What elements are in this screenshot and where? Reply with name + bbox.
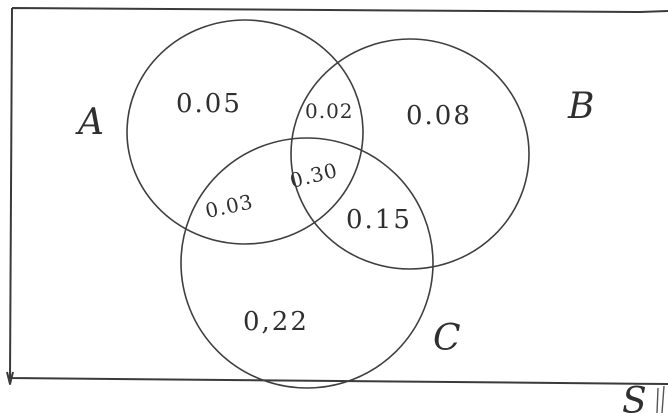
region-a-only: 0.05 — [176, 89, 242, 119]
circle-a — [126, 19, 364, 245]
region-b-only: 0.08 — [406, 101, 472, 131]
corner-scribble — [656, 385, 665, 413]
region-a-b-only: 0.02 — [305, 99, 354, 123]
set-label-a: A — [75, 102, 104, 143]
corner-mark: S — [622, 381, 647, 413]
frame-arrow-tick — [6, 371, 14, 385]
set-label-c: C — [433, 318, 461, 359]
region-a-b-c: 0.30 — [287, 158, 340, 193]
sample-space-frame — [9, 7, 668, 385]
set-label-b: B — [567, 86, 594, 127]
region-b-c-only: 0.15 — [346, 205, 412, 235]
circle-c — [180, 137, 434, 389]
circle-b — [290, 38, 530, 270]
region-a-c-only: 0.03 — [203, 189, 255, 223]
region-c-only: 0,22 — [243, 307, 309, 337]
